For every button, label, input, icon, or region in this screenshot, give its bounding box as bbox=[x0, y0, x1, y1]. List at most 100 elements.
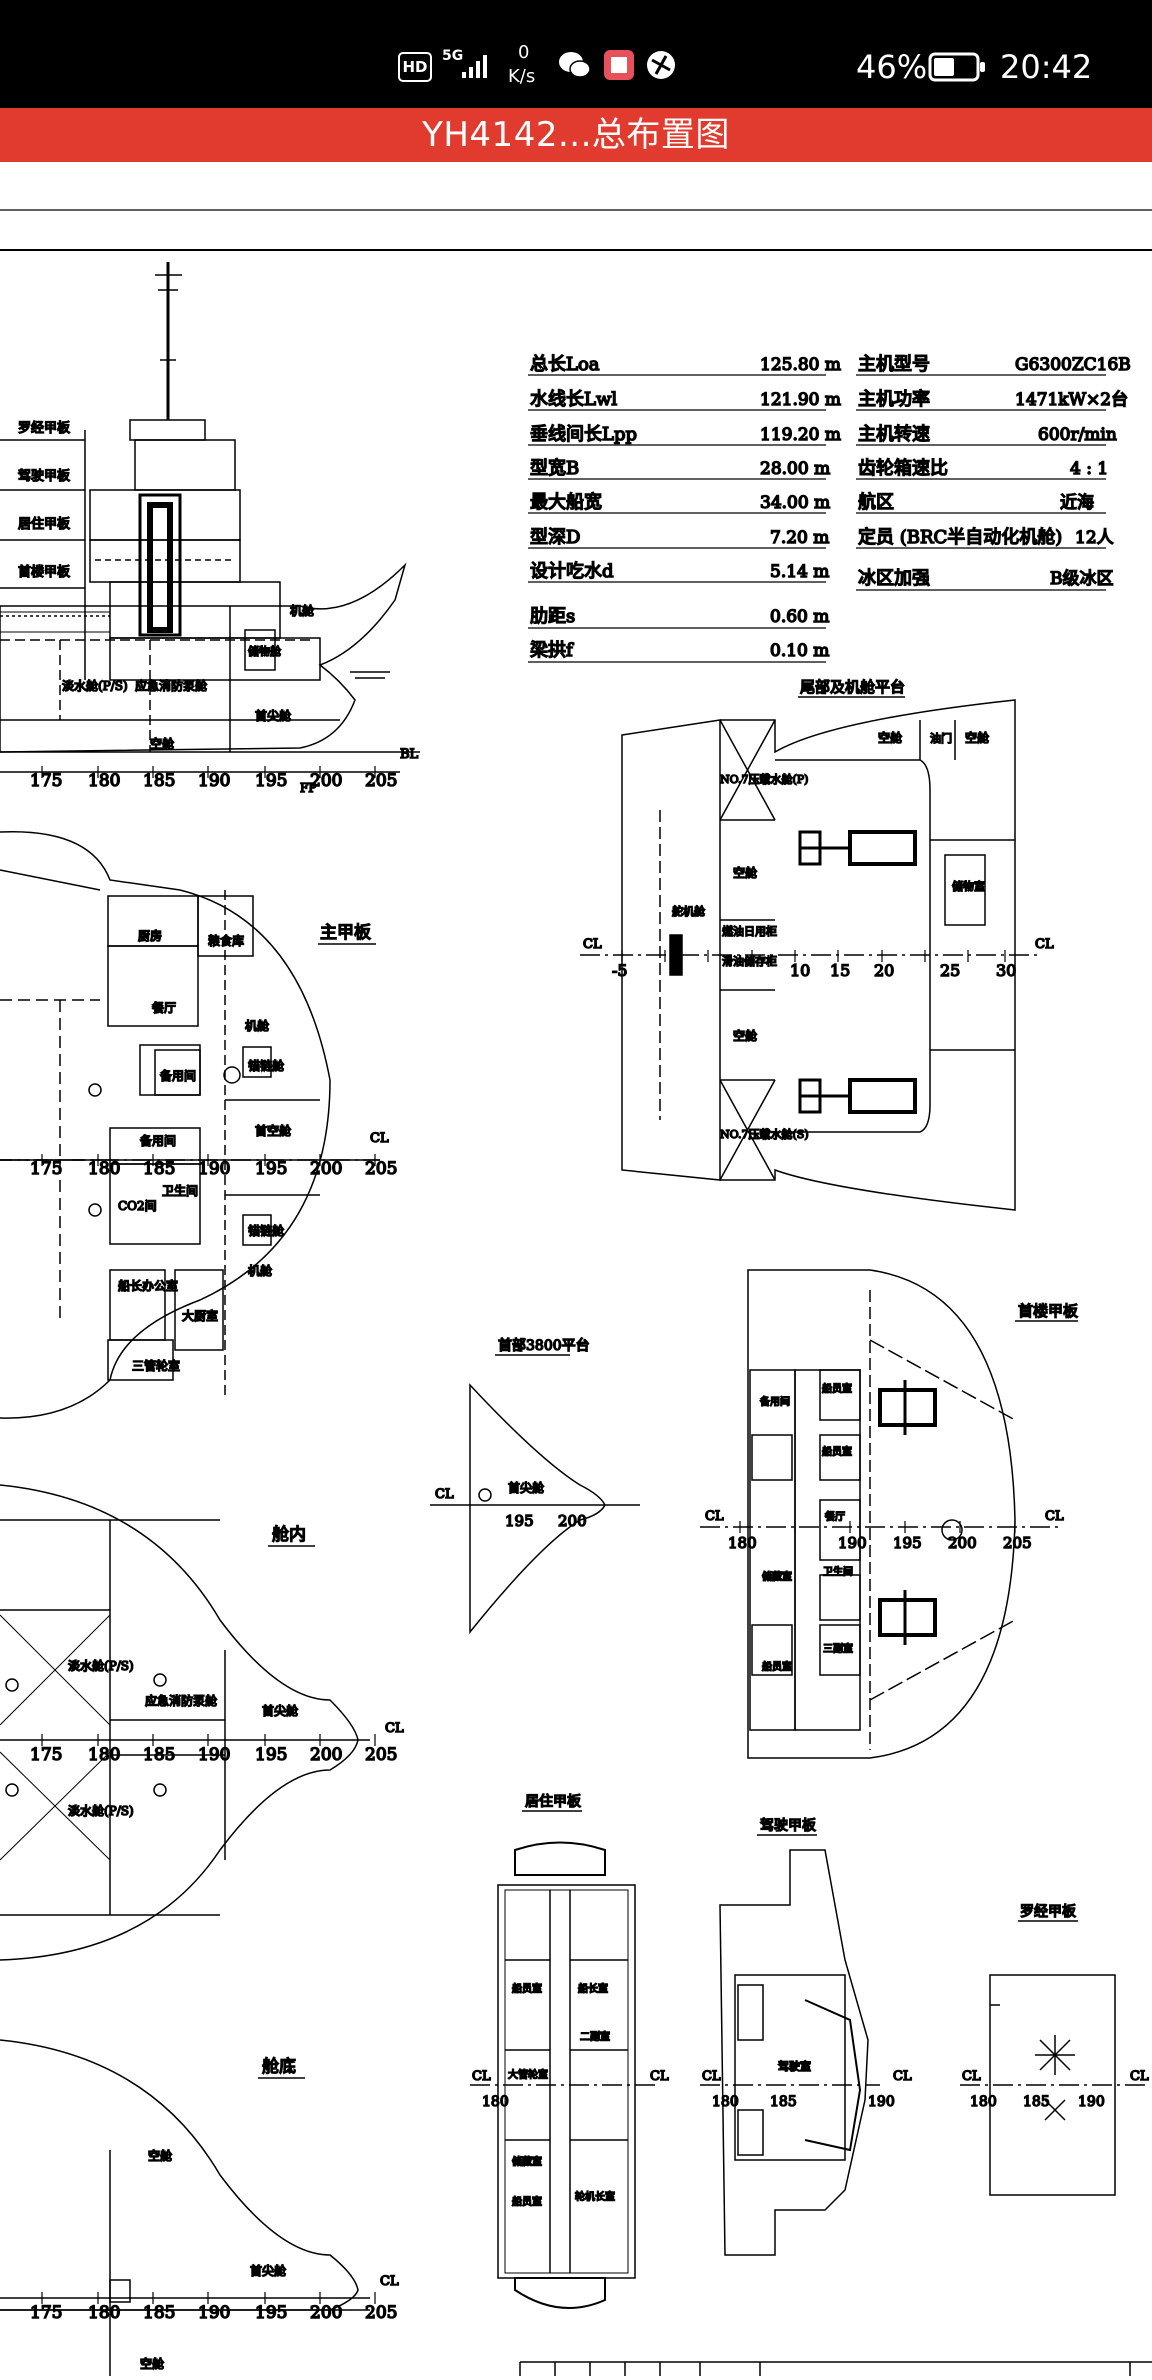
svg-text:205: 205 bbox=[365, 2303, 397, 2323]
frame-label: 180 bbox=[712, 2094, 739, 2110]
svg-text:175: 175 bbox=[30, 2303, 62, 2323]
svg-text:油门: 油门 bbox=[930, 731, 952, 745]
svg-text:190: 190 bbox=[198, 771, 230, 791]
svg-text:船员室: 船员室 bbox=[512, 2195, 542, 2208]
svg-text:齿轮箱速比: 齿轮箱速比 bbox=[858, 458, 948, 479]
svg-text:空舱: 空舱 bbox=[733, 866, 757, 880]
room-label: 驾驶室 bbox=[778, 2059, 811, 2073]
svg-text:190: 190 bbox=[838, 1534, 867, 1552]
svg-text:1471kW×2台: 1471kW×2台 bbox=[1015, 390, 1128, 410]
svg-text:船员室: 船员室 bbox=[762, 1660, 792, 1673]
svg-text:备用间: 备用间 bbox=[760, 1395, 790, 1408]
svg-text:设计吃水d: 设计吃水d bbox=[530, 561, 614, 582]
speed-unit: K/s bbox=[508, 66, 536, 87]
in-hold-plan bbox=[0, 1484, 376, 1961]
windlass-icon bbox=[878, 1590, 937, 1645]
fore-platform-plan bbox=[430, 1383, 640, 1635]
fp-label: FP bbox=[300, 781, 316, 795]
browser-icon bbox=[647, 51, 675, 79]
svg-text:-5: -5 bbox=[612, 961, 628, 980]
room-label: 机舱 bbox=[290, 604, 314, 618]
document-title: YH4142...总布置图 bbox=[422, 115, 730, 155]
bottom-plan bbox=[0, 2039, 376, 2376]
svg-text:粮食库: 粮食库 bbox=[208, 933, 244, 948]
svg-text:空舱: 空舱 bbox=[140, 2357, 164, 2371]
svg-text:主机转速: 主机转速 bbox=[858, 424, 930, 445]
svg-text:型深D: 型深D bbox=[530, 527, 580, 548]
svg-text:机舱: 机舱 bbox=[248, 1264, 272, 1278]
svg-text:190: 190 bbox=[198, 1159, 230, 1179]
cl-label: CL bbox=[1130, 2069, 1149, 2084]
room-label: 首尖舱 bbox=[255, 709, 291, 723]
stern-platform-plan bbox=[580, 699, 1040, 1211]
drawing-viewer[interactable]: 罗经甲板 驾驶甲板 居住甲板 首楼甲板 机舱 储物舱 淡水舱(P/S) 应急消防… bbox=[0, 162, 1152, 2376]
deck-label: 首楼甲板 bbox=[18, 565, 70, 580]
svg-text:125.80 m: 125.80 m bbox=[760, 355, 841, 375]
svg-text:119.20 m: 119.20 m bbox=[760, 425, 841, 445]
cl-label: CL bbox=[583, 937, 602, 952]
svg-text:航区: 航区 bbox=[858, 492, 894, 513]
svg-text:200: 200 bbox=[310, 1745, 342, 1765]
frame-label: 180 bbox=[970, 2094, 997, 2110]
svg-text:180: 180 bbox=[728, 1534, 757, 1552]
svg-text:二副室: 二副室 bbox=[580, 2030, 610, 2043]
svg-text:燃油日用柜: 燃油日用柜 bbox=[722, 924, 777, 938]
svg-text:195: 195 bbox=[255, 2303, 287, 2323]
hd-icon: HD bbox=[398, 52, 432, 82]
svg-text:195: 195 bbox=[255, 1159, 287, 1179]
svg-text:三管轮室: 三管轮室 bbox=[132, 1358, 180, 1373]
svg-text:应急消防泵舱: 应急消防泵舱 bbox=[145, 1693, 217, 1708]
cl-label: CL bbox=[702, 2069, 721, 2084]
svg-text:空舱: 空舱 bbox=[733, 1029, 757, 1043]
svg-text:205: 205 bbox=[1003, 1534, 1032, 1552]
svg-text:空舱: 空舱 bbox=[965, 731, 989, 745]
svg-text:主机功率: 主机功率 bbox=[858, 389, 930, 410]
svg-text:三副室: 三副室 bbox=[823, 1642, 853, 1655]
svg-text:200: 200 bbox=[310, 1159, 342, 1179]
svg-text:餐厅: 餐厅 bbox=[825, 1510, 845, 1523]
cl-label: CL bbox=[893, 2069, 912, 2084]
svg-text:船长办公室: 船长办公室 bbox=[118, 1278, 178, 1293]
frame-label: 195 bbox=[505, 1512, 534, 1530]
svg-text:备用间: 备用间 bbox=[140, 1134, 176, 1148]
svg-text:锚链舱: 锚链舱 bbox=[248, 1058, 284, 1073]
svg-text:0.10 m: 0.10 m bbox=[770, 641, 829, 661]
svg-text:175: 175 bbox=[30, 1745, 62, 1765]
svg-text:7.20 m: 7.20 m bbox=[770, 528, 829, 548]
spec-table-right bbox=[856, 374, 1106, 591]
frame-label: 190 bbox=[868, 2094, 895, 2110]
profile-view bbox=[0, 262, 420, 778]
svg-text:舵机舱: 舵机舱 bbox=[672, 904, 705, 918]
svg-text:近海: 近海 bbox=[1060, 493, 1094, 513]
svg-text:首尖舱: 首尖舱 bbox=[250, 2264, 286, 2278]
svg-text:大管轮室: 大管轮室 bbox=[508, 2068, 548, 2081]
title-block bbox=[519, 2361, 1152, 2376]
svg-text:195: 195 bbox=[255, 1745, 287, 1765]
deck-label: 居住甲板 bbox=[18, 517, 70, 532]
cl-label: CL bbox=[472, 2069, 491, 2084]
cl-label: CL bbox=[1035, 937, 1054, 952]
wechat-icon bbox=[559, 52, 591, 78]
svg-text:轮机长室: 轮机长室 bbox=[575, 2190, 615, 2203]
svg-text:船员室: 船员室 bbox=[512, 1982, 542, 1995]
speed-value: 0 bbox=[518, 42, 530, 63]
cl-label: CL bbox=[370, 1131, 389, 1146]
svg-text:200: 200 bbox=[310, 771, 342, 791]
svg-text:34.00 m: 34.00 m bbox=[760, 493, 830, 513]
cl-label: CL bbox=[1045, 1509, 1064, 1524]
svg-text:空舱: 空舱 bbox=[878, 731, 902, 745]
svg-text:储物室: 储物室 bbox=[952, 879, 985, 893]
svg-text:12人: 12人 bbox=[1075, 528, 1114, 548]
svg-text:G6300ZC16B: G6300ZC16B bbox=[1015, 355, 1131, 375]
cl-label: CL bbox=[380, 2274, 399, 2289]
svg-text:B级冰区: B级冰区 bbox=[1050, 569, 1114, 589]
windlass-icon bbox=[878, 1380, 937, 1435]
svg-text:20: 20 bbox=[874, 961, 894, 980]
cl-label: CL bbox=[962, 2069, 981, 2084]
book-app-icon bbox=[604, 50, 634, 80]
drawing-canvas[interactable]: 罗经甲板 驾驶甲板 居住甲板 首楼甲板 机舱 储物舱 淡水舱(P/S) 应急消防… bbox=[0, 162, 1152, 2376]
room-label: 空舱 bbox=[150, 737, 174, 751]
